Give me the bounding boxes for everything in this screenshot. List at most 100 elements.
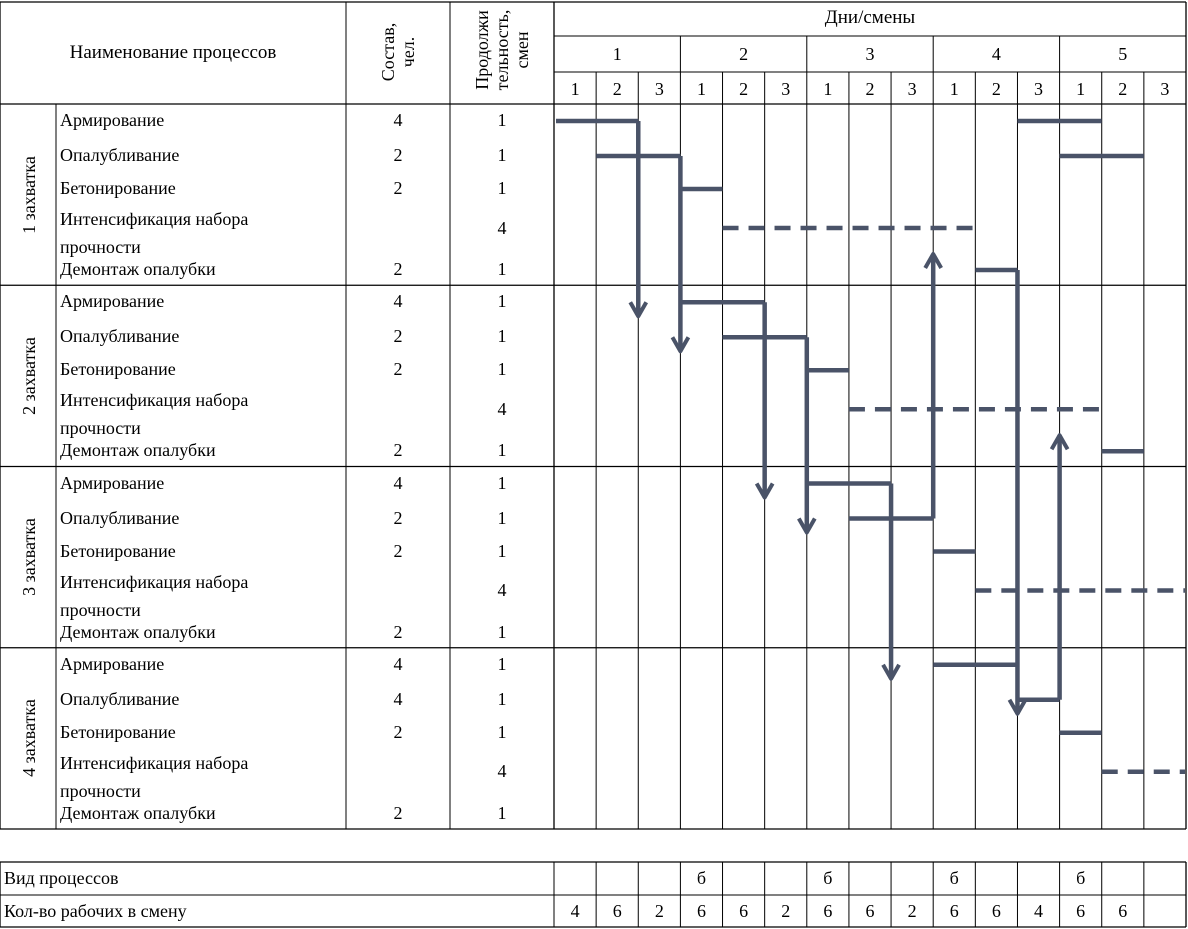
- row-workers: 2: [393, 326, 403, 347]
- row-workers: 2: [393, 507, 403, 528]
- dependency-arrow-head: [1007, 698, 1028, 716]
- footer-workers-cell: 6: [696, 901, 706, 921]
- row-workers: 4: [393, 291, 403, 312]
- shift-number: 3: [654, 79, 664, 99]
- footer-process-type-label: Вид процессов: [4, 868, 119, 888]
- footer-process-type-cell: б: [696, 868, 707, 888]
- shift-number: 1: [823, 79, 833, 99]
- footer-workers-cell: 2: [907, 901, 917, 921]
- row-workers: 2: [393, 721, 403, 742]
- row-duration: 1: [497, 110, 507, 130]
- shift-number: 2: [991, 79, 1001, 99]
- row-name: Опалубливание: [60, 326, 180, 347]
- row-workers: 2: [393, 621, 403, 642]
- footer-workers-cell: 6: [949, 901, 959, 921]
- day-number: 2: [739, 44, 749, 64]
- shift-number: 2: [865, 79, 875, 99]
- footer-workers-cell: 6: [823, 901, 833, 921]
- row-workers: 2: [393, 540, 403, 561]
- row-workers: 4: [393, 653, 403, 674]
- dependency-arrow-head: [1049, 433, 1070, 451]
- section-label: 2 захватка: [19, 337, 39, 415]
- footer-workers-cell: 4: [570, 901, 580, 921]
- section-label: 1 захватка: [19, 155, 39, 234]
- footer-workers-cell: 2: [781, 901, 791, 921]
- header-duration-line3: смен: [512, 31, 532, 69]
- row-name: Демонтаж опалубки: [60, 259, 216, 279]
- row-name: Бетонирование: [60, 721, 176, 742]
- row-name-cont: прочности: [60, 780, 141, 801]
- row-duration: 1: [497, 259, 507, 279]
- row-name: Армирование: [60, 110, 165, 130]
- row-name: Бетонирование: [60, 178, 176, 198]
- dependency-arrow-head: [670, 336, 691, 354]
- row-workers: 4: [393, 472, 403, 493]
- footer-workers-cell: 6: [1118, 901, 1128, 921]
- row-name: Интенсификация набора: [60, 571, 249, 592]
- row-duration: 1: [497, 507, 507, 528]
- shift-number: 3: [1034, 79, 1044, 99]
- shift-number: 3: [1160, 79, 1170, 99]
- shift-number: 2: [612, 79, 622, 99]
- footer-workers-cell: 2: [654, 901, 664, 921]
- row-workers: 4: [393, 688, 403, 709]
- row-duration: 4: [497, 580, 507, 600]
- row-workers: 2: [393, 440, 403, 461]
- row-name-cont: прочности: [60, 599, 141, 620]
- shift-number: 1: [696, 79, 706, 99]
- row-duration: 4: [497, 398, 507, 419]
- row-name: Армирование: [60, 291, 165, 312]
- footer-workers-cell: 6: [991, 901, 1001, 921]
- shift-number: 3: [907, 79, 917, 99]
- day-number: 3: [865, 44, 875, 64]
- row-name: Опалубливание: [60, 688, 180, 709]
- row-name-cont: прочности: [60, 237, 141, 257]
- footer-workers-cell: 6: [739, 901, 749, 921]
- row-workers: 4: [393, 110, 403, 130]
- footer-workers-cell: 6: [1076, 901, 1086, 921]
- dependency-arrow-head: [628, 301, 649, 319]
- header-composition: Состав, чел.: [378, 4, 418, 100]
- row-duration: 1: [497, 653, 507, 674]
- row-duration: 1: [497, 291, 507, 312]
- dependency-arrow-head: [754, 482, 775, 500]
- row-name: Армирование: [60, 653, 165, 674]
- dependency-arrow-head: [923, 252, 943, 269]
- dependency-arrow-head: [797, 517, 817, 535]
- header-composition-line1: Состав,: [378, 22, 398, 82]
- row-name: Интенсификация набора: [60, 390, 249, 411]
- shift-number: 1: [1076, 79, 1086, 99]
- section-label: 4 захватка: [19, 699, 39, 778]
- row-duration: 1: [497, 802, 507, 823]
- footer-process-type-cell: б: [823, 868, 833, 888]
- header-composition-line2: чел.: [398, 36, 418, 68]
- row-duration: 1: [497, 145, 507, 165]
- row-duration: 4: [497, 217, 507, 238]
- shift-number: 1: [949, 79, 959, 99]
- row-workers: 2: [393, 259, 403, 279]
- day-number: 4: [991, 44, 1001, 64]
- day-number: 1: [612, 44, 622, 64]
- row-name: Опалубливание: [60, 507, 180, 528]
- row-workers: 2: [393, 145, 403, 165]
- row-duration: 1: [497, 472, 507, 493]
- row-name: Бетонирование: [60, 359, 176, 380]
- row-name: Демонтаж опалубки: [60, 802, 216, 823]
- row-name: Демонтаж опалубки: [60, 440, 216, 461]
- row-duration: 1: [497, 326, 507, 347]
- footer-workers-label: Кол-во рабочих в смену: [4, 901, 187, 921]
- footer-workers-cell: 6: [612, 901, 622, 921]
- header-duration-line2: тельность,: [492, 9, 512, 91]
- row-duration: 1: [497, 621, 507, 642]
- row-name-cont: прочности: [60, 418, 141, 439]
- row-name: Армирование: [60, 472, 165, 493]
- shift-number: 2: [739, 79, 749, 99]
- footer-process-type-cell: б: [949, 868, 959, 888]
- row-name: Интенсификация набора: [60, 209, 249, 229]
- shift-number: 1: [570, 79, 580, 99]
- footer-workers-cell: 4: [1034, 901, 1044, 921]
- shift-number: 3: [781, 79, 791, 99]
- row-duration: 1: [497, 359, 507, 380]
